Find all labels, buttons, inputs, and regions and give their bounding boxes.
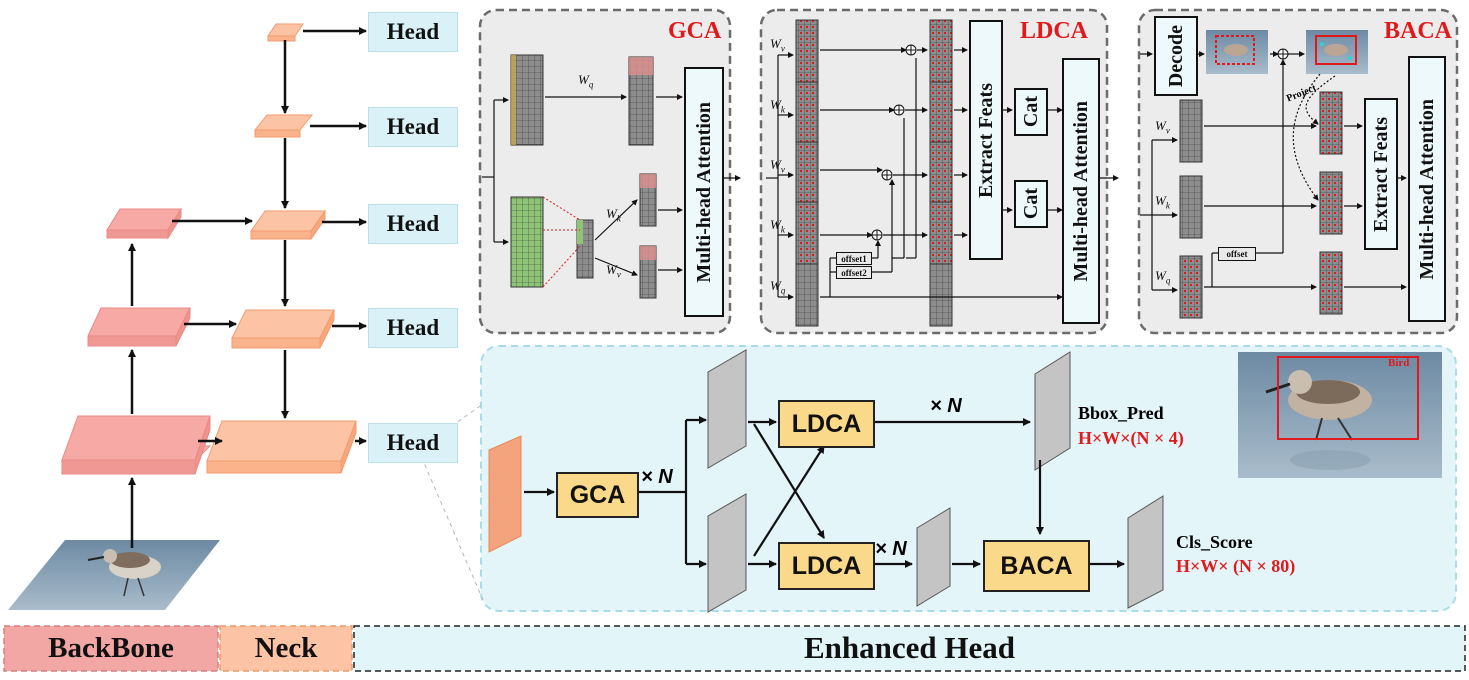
bird-label: Bird: [1388, 357, 1410, 369]
ldca-offset2: offset2: [836, 266, 872, 279]
enhanced-times-n-3: × N: [875, 538, 907, 560]
neck-level-5: [267, 23, 304, 42]
head-box-2: Head: [368, 107, 458, 147]
legend-neck: Neck: [254, 631, 318, 664]
gca-panel: [478, 8, 741, 335]
neck-level-3: [250, 209, 326, 241]
legend-backbone: BackBone: [48, 631, 174, 664]
backbone-level-2: [87, 307, 191, 347]
gca-arrows: [482, 94, 741, 276]
gca-query-tensor: [510, 54, 654, 146]
enhanced-baca-box: BACA: [983, 540, 1090, 592]
ldca-w-label-1: Wv: [770, 36, 785, 54]
bbox-pred-dims: H×W×(N × 4): [1078, 428, 1184, 448]
neck-level-4: [253, 114, 314, 138]
enhanced-input-feature: [488, 435, 522, 553]
gca-multihead-attention: Multi-head Attention: [684, 67, 724, 317]
enhanced-times-n-1: × N: [641, 466, 673, 488]
gca-kv-tensor: [510, 173, 657, 299]
head-box-4: Head: [368, 308, 458, 348]
neck-level-2: [231, 309, 335, 349]
baca-tensors: [1179, 91, 1343, 319]
backbone-level-3: [106, 207, 182, 240]
ldca-w-label-2: Wk: [770, 97, 785, 115]
ldca-multihead-attention: Multi-head Attention: [1062, 58, 1100, 324]
gca-wk-label: Wk: [606, 206, 621, 224]
baca-offset: offset: [1218, 247, 1256, 261]
gca-wv-label: Wv: [606, 262, 621, 280]
ldca-extract-feats: Extract Feats: [969, 20, 1003, 260]
ldca-tensors: [795, 19, 953, 327]
cls-score-title: Cls_Score: [1176, 532, 1253, 552]
ldca-title: LDCA: [1020, 18, 1089, 44]
baca-w-label-2: Wk: [1155, 193, 1170, 211]
bbox-pred-title: Bbox_Pred: [1078, 403, 1164, 423]
head-box-5: Head: [368, 423, 458, 463]
head-box-1: Head: [368, 12, 458, 52]
backbone-arrows: [128, 27, 367, 548]
enhanced-arrows: [524, 416, 1125, 568]
head-box-3: Head: [368, 204, 458, 244]
baca-sum-node: [1277, 48, 1289, 60]
backbone-level-1b: [61, 415, 211, 475]
ldca-cat-2: Cat: [1014, 180, 1048, 228]
enhanced-head-panel: [411, 345, 1457, 613]
neck-level-1: [206, 420, 357, 474]
ldca-offset1: offset1: [836, 252, 872, 265]
enhanced-ldca-top: LDCA: [778, 400, 875, 448]
input-bird-image: [8, 540, 220, 610]
gca-title: GCA: [668, 18, 722, 44]
ldca-arrows: [766, 47, 1119, 300]
backbone-neck: [8, 23, 367, 610]
detected-bird-image: [1238, 352, 1442, 478]
legend-bars: [3, 625, 1466, 672]
baca-title: BACA: [1384, 18, 1453, 44]
cls-score-dims: H×W× (N × 80): [1176, 556, 1296, 576]
ldca-w-label-3: Wv: [770, 157, 785, 175]
ldca-w-label-5: Wq: [770, 278, 786, 296]
baca-w-label-3: Wq: [1155, 268, 1171, 286]
ldca-cat-1: Cat: [1014, 88, 1048, 136]
baca-arrows: [1140, 51, 1407, 293]
enhanced-gca-box: GCA: [556, 472, 639, 518]
ldca-sum-nodes: [871, 44, 917, 241]
baca-multihead-attention: Multi-head Attention: [1408, 56, 1446, 322]
baca-decode: Decode: [1154, 16, 1198, 96]
baca-w-label-1: Wv: [1155, 118, 1170, 136]
ldca-w-label-4: Wk: [770, 217, 785, 235]
legend-enhanced-head: Enhanced Head: [803, 630, 1016, 665]
baca-extract-feats: Extract Feats: [1364, 98, 1398, 250]
enhanced-feature-maps: [707, 349, 1164, 613]
enhanced-ldca-bottom: LDCA: [778, 542, 875, 590]
gca-wq-label: Wq: [578, 72, 594, 90]
baca-images: [1206, 30, 1368, 74]
enhanced-times-n-2: × N: [930, 395, 962, 417]
